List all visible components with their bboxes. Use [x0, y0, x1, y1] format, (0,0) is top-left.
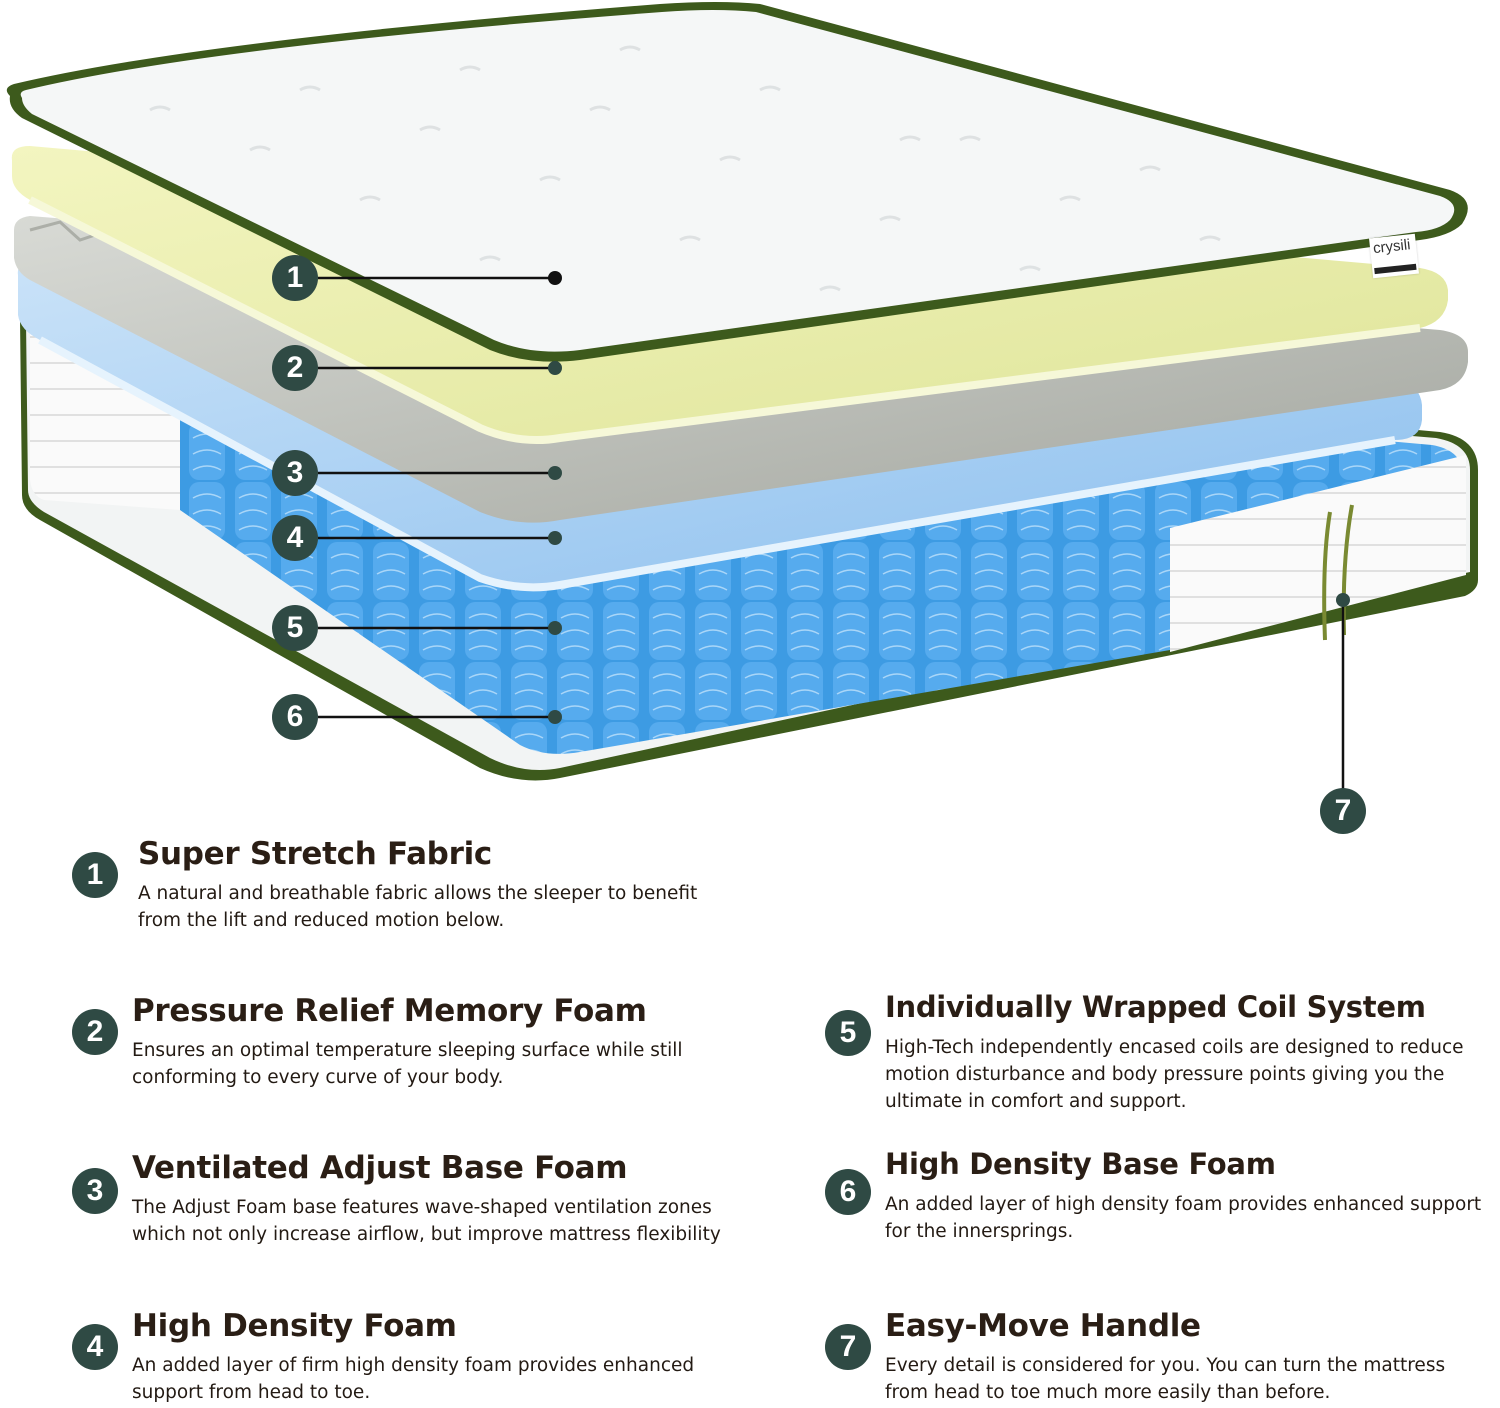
- callout-badge-6: 6: [272, 694, 318, 740]
- legend-title-5: Individually Wrapped Coil System: [885, 990, 1426, 1024]
- legend-title-7: Easy-Move Handle: [885, 1308, 1201, 1344]
- legend-badge-7: 7: [825, 1324, 871, 1370]
- mattress-exploded-diagram: crysili 1 2 3 4 5 6 7: [6, 2, 1479, 834]
- callout-dots: [548, 271, 1350, 724]
- callout-badge-5: 5: [272, 605, 318, 651]
- mattress-illustration: [6, 2, 1479, 790]
- legend-title-1: Super Stretch Fabric: [138, 836, 492, 872]
- legend-desc-3: The Adjust Foam base features wave-shape…: [132, 1197, 721, 1245]
- callout-badge-7: 7: [1320, 788, 1366, 834]
- legend-badge-4: 4: [72, 1324, 118, 1370]
- brand-tagline-strip: [1374, 263, 1417, 275]
- callout-badge-2: 2: [272, 345, 318, 391]
- legend-desc-6: An added layer of high density foam prov…: [885, 1194, 1482, 1242]
- brand-label-tag: crysili: [1369, 233, 1419, 279]
- callout-leaders: [318, 276, 1345, 790]
- callout-badge-3: 3: [272, 450, 318, 496]
- legend-title-4: High Density Foam: [132, 1308, 457, 1344]
- legend-badge-5: 5: [825, 1010, 871, 1056]
- legend-badge-3: 3: [72, 1168, 118, 1214]
- legend-desc-2: Ensures an optimal temperature sleeping …: [132, 1040, 683, 1088]
- callout-badge-1: 1: [272, 255, 318, 301]
- legend-badge-1: 1: [72, 852, 118, 898]
- callout-badge-4: 4: [272, 515, 318, 561]
- legend-badge-2: 2: [72, 1009, 118, 1055]
- legend-desc-4: An added layer of firm high density foam…: [132, 1355, 695, 1403]
- legend-title-3: Ventilated Adjust Base Foam: [132, 1150, 628, 1186]
- layer-cover: [20, 10, 1455, 352]
- legend-desc-7: Every detail is considered for you. You …: [885, 1355, 1446, 1403]
- legend-badge-6: 6: [825, 1169, 871, 1215]
- legend-title-6: High Density Base Foam: [885, 1147, 1276, 1181]
- legend-desc-1: A natural and breathable fabric allows t…: [138, 883, 698, 931]
- legend-desc-5: High-Tech independently encased coils ar…: [885, 1037, 1464, 1112]
- legend-title-2: Pressure Relief Memory Foam: [132, 993, 647, 1029]
- brand-name: crysili: [1372, 236, 1412, 258]
